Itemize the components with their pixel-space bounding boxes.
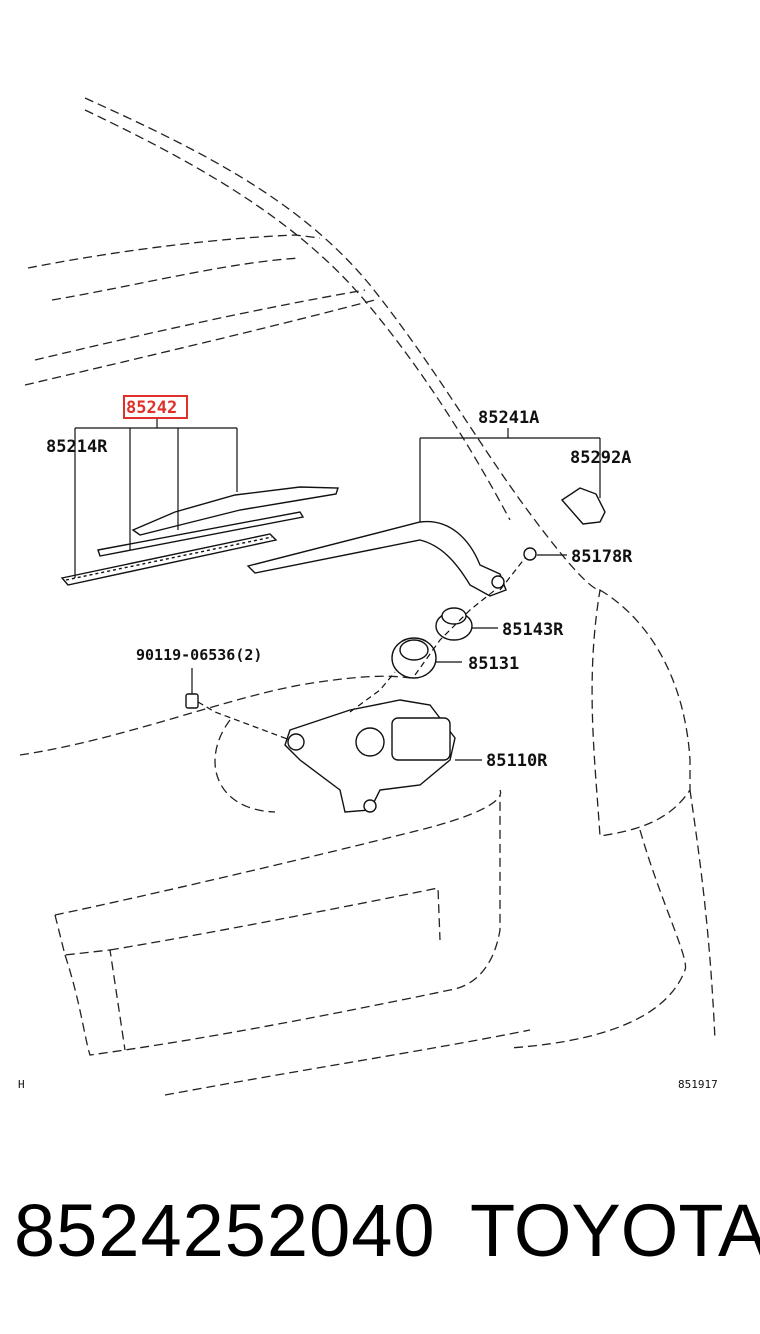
nut	[523, 547, 537, 561]
wiper-arm	[246, 520, 507, 597]
brand-name: TOYOTA	[470, 1189, 760, 1272]
leader-lines	[74, 418, 601, 761]
callout-pivot: 85131	[468, 654, 519, 674]
corner-code-left: H	[18, 1078, 25, 1091]
highlight-box	[123, 395, 188, 419]
vehicle-body-outline	[19, 97, 716, 1096]
callout-bolt: 90119-06536(2)	[136, 646, 262, 664]
part-number: 8524252040	[14, 1189, 436, 1272]
wiper-motor	[284, 557, 526, 813]
callout-cushion: 85143R	[502, 620, 564, 640]
wiper-blade-assembly	[60, 486, 339, 586]
callout-arm: 85241A	[478, 408, 539, 428]
pivot	[391, 637, 437, 679]
callout-cap: 85292A	[570, 448, 631, 468]
corner-code-right: 851917	[678, 1078, 718, 1091]
callout-highlighted: 85242	[126, 398, 177, 418]
callout-nut: 85178R	[571, 547, 633, 567]
parts-diagram: 85242 85214R 85241A 85292A 85178R 85143R…	[18, 97, 718, 1096]
arm-cap	[560, 487, 606, 525]
callout-motor: 85110R	[486, 751, 548, 771]
bolt	[185, 693, 291, 741]
callout-blade: 85214R	[46, 437, 108, 457]
